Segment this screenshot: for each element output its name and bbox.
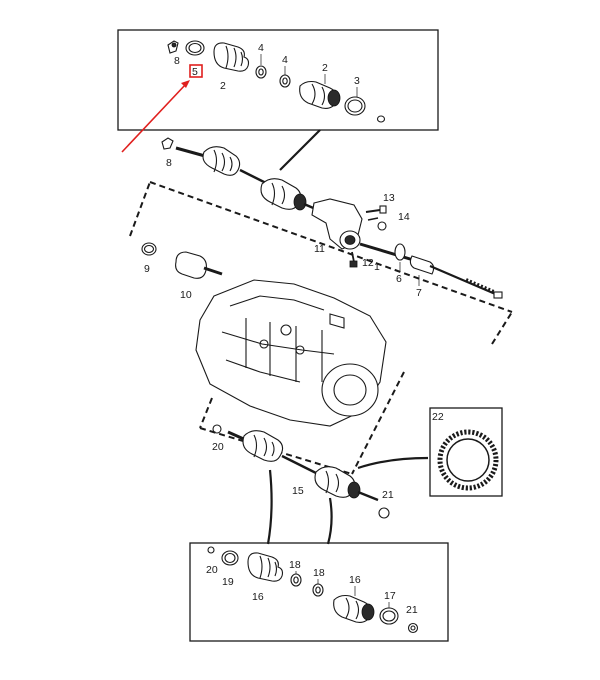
callout-4-top-a: 4 — [258, 42, 264, 54]
callout-21: 21 — [382, 489, 394, 501]
lower-driveshaft: 20 15 21 — [212, 424, 394, 519]
cv-joint-2-top — [299, 80, 341, 109]
circlip-19 — [221, 550, 239, 566]
cv-joint-16-bottom — [333, 594, 375, 623]
callout-1: 1 — [374, 261, 380, 273]
callout-12: 12 — [362, 257, 374, 269]
callout-11: 11 — [314, 243, 325, 255]
callout-18a: 18 — [289, 559, 301, 571]
seal-6 — [394, 243, 406, 261]
callout-20: 20 — [212, 441, 224, 453]
callout-6: 6 — [396, 273, 402, 285]
clip-8-upper — [161, 137, 174, 150]
nut-21-bottom — [407, 622, 419, 634]
small-ring-top — [376, 115, 386, 123]
callout-3: 3 — [354, 75, 360, 87]
callout-10: 10 — [180, 289, 192, 301]
callout-19: 19 — [222, 576, 234, 588]
callout-17: 17 — [384, 590, 396, 602]
seal-9 — [141, 242, 157, 256]
connector-top — [279, 129, 321, 171]
callout-16-bottom-left: 16 — [252, 591, 264, 603]
washer-18a — [290, 573, 302, 587]
seal-20 — [212, 424, 222, 434]
intermediate-bearing-7 — [409, 255, 435, 275]
abs-ring-detail: 22 — [429, 407, 503, 497]
connector-abs — [357, 456, 429, 470]
callout-18b: 18 — [313, 567, 325, 579]
upper-driveshaft: 8 13 14 11 12 1 6 7 — [161, 137, 503, 299]
callout-7: 7 — [416, 287, 422, 299]
callout-15: 15 — [292, 485, 304, 497]
callout-21-bottom: 21 — [406, 604, 418, 616]
callout-8-upper: 8 — [166, 157, 172, 169]
nut-21 — [378, 507, 390, 519]
highlight-arrow — [121, 80, 190, 153]
callout-5: 5 — [192, 66, 198, 78]
bottom-detail-box: 20 19 16 18 18 16 17 21 — [189, 542, 449, 642]
seal-20-bottom — [207, 546, 215, 554]
callout-13: 13 — [383, 192, 395, 204]
highlight-box — [189, 64, 203, 78]
callout-2-top-left: 2 — [220, 80, 226, 92]
connector-bottom-left — [266, 469, 273, 545]
dashed-outline-upper — [129, 181, 513, 345]
callout-8-top: 8 — [174, 55, 180, 67]
boot-2-top-left — [213, 42, 250, 72]
boot-16-bottom-left — [247, 552, 284, 582]
callout-22: 22 — [432, 411, 444, 423]
callout-9: 9 — [144, 263, 150, 275]
washer-4b — [279, 74, 291, 88]
ring-3 — [344, 96, 366, 116]
washer-18b — [312, 583, 324, 597]
callout-20-bottom: 20 — [206, 564, 218, 576]
top-detail-box: 8 5 2 4 4 2 3 — [117, 29, 439, 131]
adapter-10 — [175, 251, 223, 279]
callout-2-top-right: 2 — [322, 62, 328, 74]
callout-4-top-b: 4 — [282, 54, 288, 66]
connector-bottom-right — [326, 497, 333, 545]
callout-16-bottom-right: 16 — [349, 574, 361, 586]
washer-4a — [255, 65, 267, 79]
gearbox-housing — [195, 279, 387, 427]
callout-14: 14 — [398, 211, 410, 223]
ring-5 — [185, 40, 205, 56]
